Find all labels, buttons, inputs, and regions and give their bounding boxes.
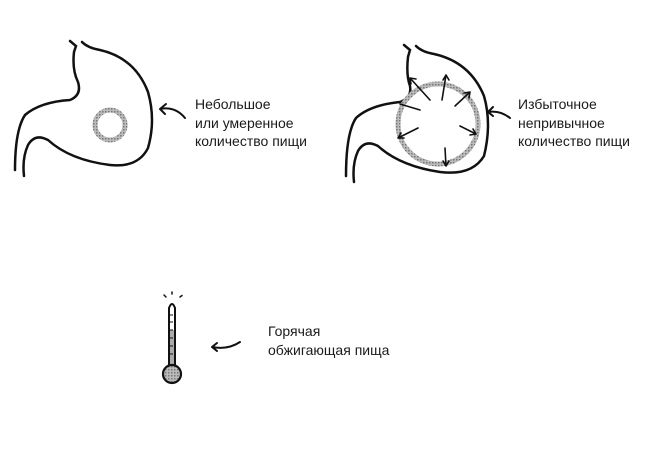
label-line: количество пищи (195, 133, 307, 149)
food-portion-large (395, 81, 481, 167)
food-portion-small (92, 107, 128, 143)
arrow-icon (211, 341, 241, 352)
label-line: обжигающая пища (268, 341, 390, 358)
stomach-overfilled-illustration (344, 43, 490, 184)
arrow-icon (159, 103, 186, 119)
label-hot-food: Горячая обжигающая пища (268, 322, 389, 359)
label-line: Небольшое (195, 96, 271, 112)
stomach-normal-illustration (13, 39, 154, 178)
label-line: количество пищи (518, 133, 630, 149)
label-line: Горячая (268, 323, 321, 339)
label-line: Избыточное (518, 96, 597, 112)
thermometer-icon (161, 291, 183, 385)
label-excess-food: Избыточное непривычное количество пищи (518, 95, 630, 151)
arrow-icon (487, 106, 511, 119)
label-moderate-food: Небольшое или умеренное количество пищи (195, 95, 307, 151)
label-line: или умеренное (195, 114, 294, 131)
label-line: непривычное (518, 114, 605, 131)
expansion-arrows-icon (397, 74, 477, 167)
